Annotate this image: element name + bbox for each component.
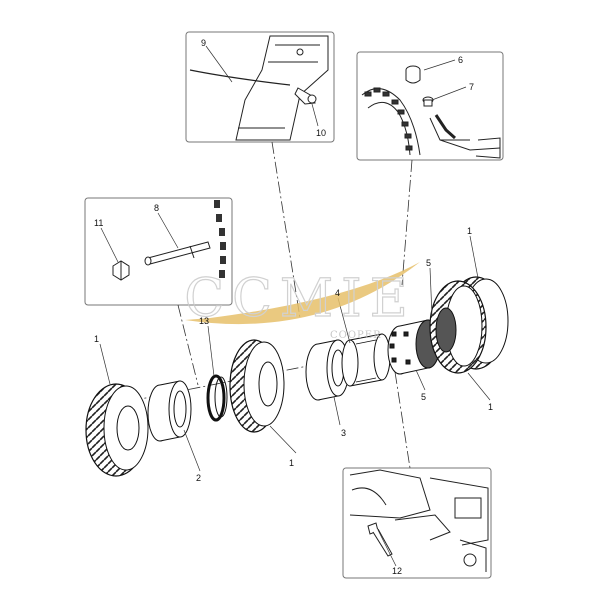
callout-1-right-top: 1 — [467, 226, 472, 236]
watermark-swoosh — [185, 262, 420, 325]
grease-fitting-drawing — [294, 87, 317, 105]
callout-4: 4 — [335, 288, 340, 298]
callout-1-right-bottom: 1 — [488, 402, 493, 412]
hub-spacer — [341, 333, 391, 387]
callout-5-lower: 5 — [421, 392, 426, 402]
watermark-subtext: COOPER — [330, 330, 382, 341]
watermark-logo: CCMIE COOPER — [184, 262, 420, 341]
wheel-stud-drawing — [144, 241, 211, 266]
callout-5-upper: 5 — [426, 258, 431, 268]
rim-bolt-ring-drawing — [361, 87, 501, 159]
callout-labels: 9 10 6 7 8 11 13 1 2 1 3 4 5 5 1 1 12 — [94, 38, 493, 576]
callout-2: 2 — [196, 473, 201, 483]
watermark-text: CCMIE — [184, 269, 415, 329]
callout-11: 11 — [94, 218, 103, 228]
callout-9: 9 — [201, 38, 206, 48]
callout-13: 13 — [199, 316, 209, 326]
tire-right-outer — [429, 280, 487, 374]
lock-ring — [206, 374, 228, 422]
callout-10: 10 — [316, 128, 326, 138]
callout-12: 12 — [392, 566, 402, 576]
callout-7: 7 — [469, 82, 474, 92]
split-rim — [147, 380, 192, 442]
hub-edge-drawing — [214, 200, 226, 278]
detail-box-stud-nut — [84, 197, 233, 306]
frame-bracket-drawing — [189, 35, 329, 141]
wheel-nut-drawing — [112, 260, 130, 281]
callout-1-left: 1 — [94, 334, 99, 344]
callout-8: 8 — [154, 203, 159, 213]
valve-core-drawing — [422, 96, 456, 140]
detail-box-hose-fitting — [185, 31, 335, 143]
tire-middle — [229, 339, 285, 433]
detail-box-valve-cap — [356, 51, 504, 161]
detail-box-hub-bolt — [342, 467, 492, 579]
axle-housing-drawing — [349, 469, 489, 572]
callout-3: 3 — [341, 428, 346, 438]
callout-6: 6 — [458, 55, 463, 65]
valve-cap-drawing — [405, 65, 421, 84]
tire-left — [85, 383, 149, 477]
callout-1-middle: 1 — [289, 458, 294, 468]
